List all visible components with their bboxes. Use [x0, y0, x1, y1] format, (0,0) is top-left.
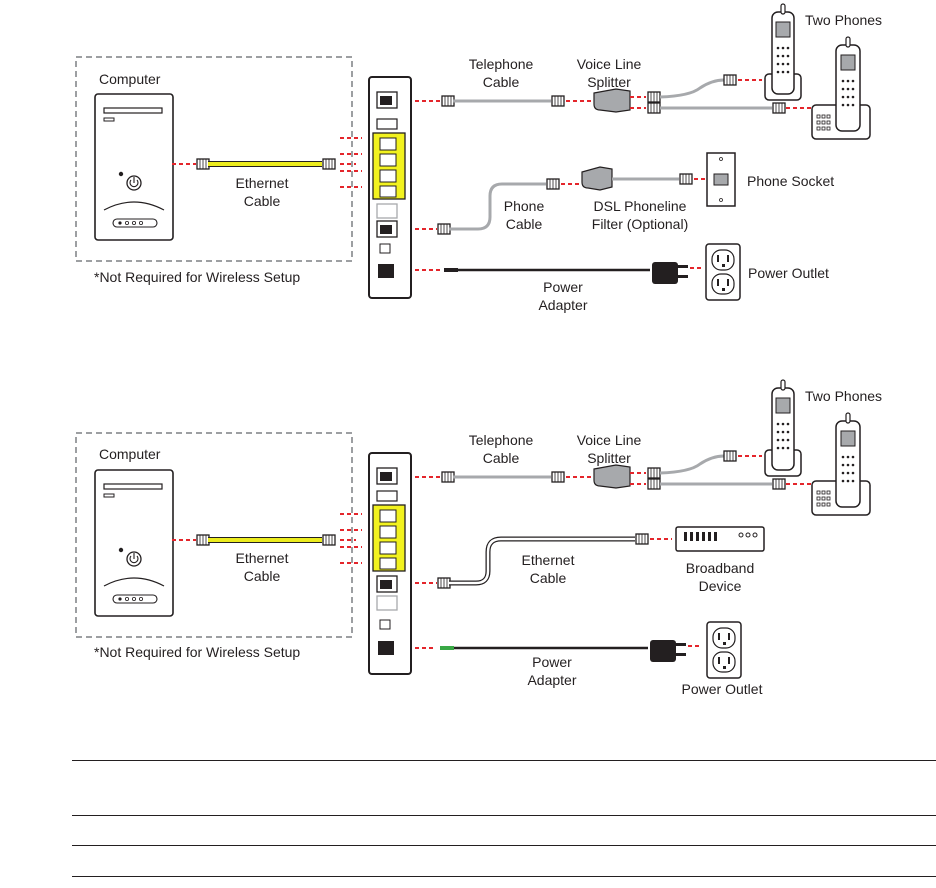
splitter-plug-icon — [647, 478, 661, 490]
cordless-phone-icon — [811, 36, 871, 140]
cordless-phone-icon — [764, 379, 802, 477]
voice-splitter-icon — [593, 88, 631, 113]
table-rule — [72, 760, 936, 761]
telephone-plug-icon — [551, 471, 565, 483]
power-outlet-label: Power Outlet — [682, 681, 763, 697]
phone-plug-icon — [772, 478, 786, 490]
dsl-filter-label: Filter (Optional) — [592, 216, 688, 232]
router-modem-icon — [368, 76, 412, 299]
table-rule — [72, 876, 936, 877]
power-adapter-label: Adapter — [538, 297, 587, 313]
router-modem-icon — [368, 452, 412, 675]
broadband-plug-icon — [635, 533, 649, 545]
diagram-dsl-setup: Computer *Not Required for Wireless Setu… — [75, 3, 882, 313]
telephone-cable-label: Telephone — [469, 432, 534, 448]
ethernet-label: Cable — [244, 568, 281, 584]
splitter-label: Voice Line — [577, 432, 642, 448]
phone-cable — [449, 182, 546, 231]
wireless-note: *Not Required for Wireless Setup — [94, 269, 300, 285]
computer-label: Computer — [99, 446, 161, 462]
table-rule — [72, 815, 936, 816]
broadband-plug-icon — [437, 577, 451, 589]
splitter-plug-icon — [647, 467, 661, 479]
cordless-phone-icon — [764, 3, 802, 101]
phone-cable-label: Phone — [504, 198, 545, 214]
ethernet-label: Ethernet — [236, 550, 289, 566]
broadband-device-label: Device — [699, 578, 742, 594]
telephone-plug-icon — [551, 95, 565, 107]
power-adapter-label: Power — [543, 279, 583, 295]
phone-plug-icon — [723, 74, 737, 86]
computer-tower-icon — [94, 93, 174, 241]
power-outlet-label: Power Outlet — [748, 265, 829, 281]
two-phones-label: Two Phones — [805, 12, 882, 28]
power-outlet-icon — [705, 243, 741, 301]
two-phones-label: Two Phones — [805, 388, 882, 404]
power-outlet-icon — [706, 621, 742, 679]
computer-tower-icon — [94, 469, 174, 617]
phone-socket-icon — [706, 152, 736, 207]
telephone-plug-icon — [441, 95, 455, 107]
telephone-cable-label: Cable — [483, 450, 520, 466]
power-adapter-icon — [650, 640, 686, 662]
cordless-phone-icon — [811, 412, 871, 516]
splitter-plug-icon — [647, 91, 661, 103]
telephone-cable-label: Cable — [483, 74, 520, 90]
splitter-label: Splitter — [587, 450, 631, 466]
diagram-broadband-setup: Computer *Not Required for Wireless Setu… — [75, 379, 882, 697]
computer-label: Computer — [99, 71, 161, 87]
splitter-plug-icon — [647, 102, 661, 114]
broadband-device-icon — [675, 526, 765, 552]
voice-splitter-icon — [593, 464, 631, 489]
phone-plug-icon — [723, 450, 737, 462]
phone-cable-label: Cable — [506, 216, 543, 232]
ethernet-label: Ethernet — [236, 175, 289, 191]
telephone-plug-icon — [441, 471, 455, 483]
wireless-note: *Not Required for Wireless Setup — [94, 644, 300, 660]
phone-socket-label: Phone Socket — [747, 173, 834, 189]
filter-plug-icon — [679, 173, 693, 185]
broadband-device-label: Broadband — [686, 560, 755, 576]
splitter-label: Splitter — [587, 74, 631, 90]
phone-line-plug-icon — [437, 223, 451, 235]
phone-line-plug-icon — [546, 178, 560, 190]
ethernet-cable-label: Ethernet — [522, 552, 575, 568]
dsl-filter-icon — [581, 166, 613, 191]
telephone-cable-label: Telephone — [469, 56, 534, 72]
power-adapter-icon — [652, 262, 688, 284]
dsl-filter-label: DSL Phoneline — [594, 198, 687, 214]
ethernet-label: Cable — [244, 193, 281, 209]
ethernet-cable-label: Cable — [530, 570, 567, 586]
power-adapter-label: Adapter — [527, 672, 576, 688]
splitter-label: Voice Line — [577, 56, 642, 72]
ethernet-plug-icon — [322, 534, 336, 546]
phone-plug-icon — [772, 102, 786, 114]
power-adapter-label: Power — [532, 654, 572, 670]
table-rule — [72, 845, 936, 846]
ethernet-cable-broadband — [449, 537, 635, 585]
ethernet-plug-icon — [196, 158, 210, 170]
ethernet-plug-icon — [196, 534, 210, 546]
ethernet-plug-icon — [322, 158, 336, 170]
